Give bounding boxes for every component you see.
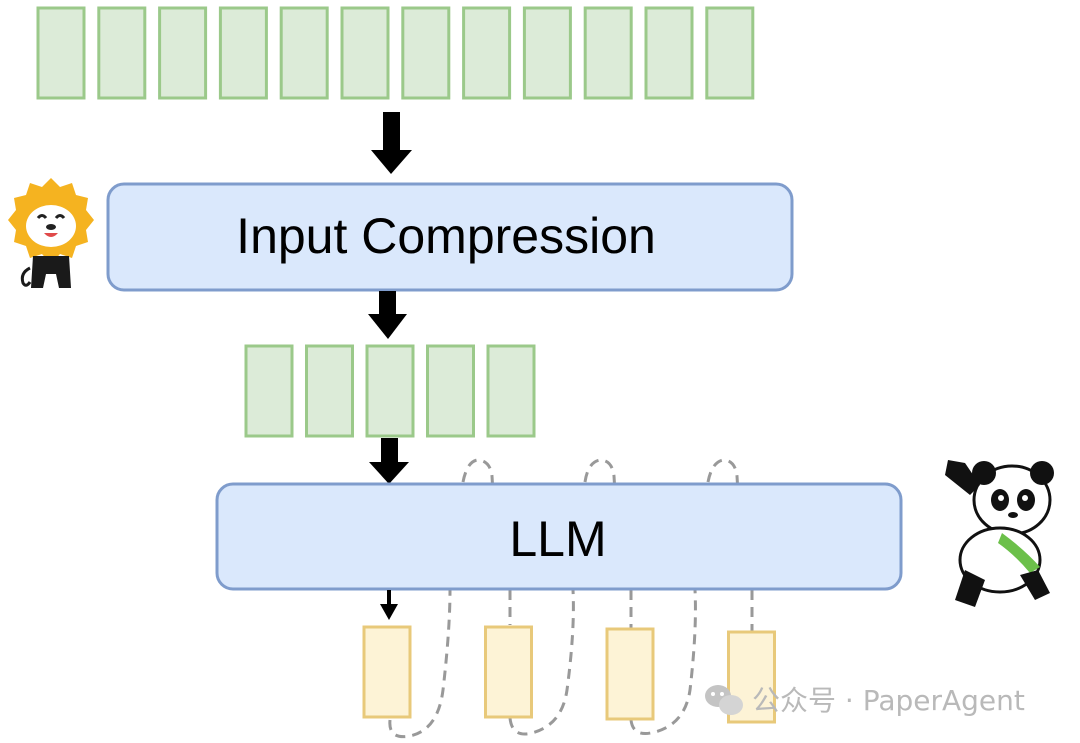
input-token: [644, 6, 694, 100]
input-token: [462, 6, 512, 100]
llm-block: LLM: [215, 482, 903, 591]
feedback-loop: [388, 589, 452, 739]
down-arrow-input: [371, 112, 412, 174]
watermark: 公众号 · PaperAgent: [705, 684, 1025, 717]
output-token: [484, 625, 533, 719]
feedback-loop: [629, 589, 697, 735]
input-token: [158, 6, 208, 100]
input-token: [97, 6, 147, 100]
input-compression-label: Input Compression: [236, 208, 656, 264]
input-token: [705, 6, 755, 100]
input-token: [522, 6, 572, 100]
input-token: [583, 6, 633, 100]
feedback-loop: [508, 589, 575, 736]
llm-label: LLM: [509, 511, 606, 567]
wechat-icon: [705, 685, 743, 715]
input-token: [36, 6, 86, 100]
lion-mascot-icon: [8, 178, 94, 288]
down-arrow-output: [380, 590, 398, 620]
compressed-token: [305, 344, 354, 438]
output-token: [605, 627, 655, 721]
down-arrow-compression: [368, 291, 407, 339]
compressed-token-row: [244, 344, 536, 438]
compressed-token: [426, 344, 475, 438]
input-token: [218, 6, 268, 100]
input-token: [340, 6, 390, 100]
input-compression-block: Input Compression: [106, 182, 794, 292]
compressed-token: [365, 344, 415, 438]
compressed-token: [486, 344, 536, 438]
feedback-loop: [461, 458, 495, 581]
input-token: [279, 6, 329, 100]
output-token-row: [362, 625, 776, 724]
watermark-text: 公众号 · PaperAgent: [752, 684, 1025, 717]
feedback-loop: [706, 458, 740, 581]
autoregressive-feedback-loops: [388, 458, 754, 739]
feedback-loop: [583, 458, 617, 581]
input-token-row: [36, 6, 755, 100]
down-arrow-llm: [369, 438, 409, 484]
output-token: [362, 625, 412, 719]
compressed-token: [244, 344, 294, 438]
input-token: [401, 6, 451, 100]
panda-mascot-icon: [945, 460, 1054, 607]
